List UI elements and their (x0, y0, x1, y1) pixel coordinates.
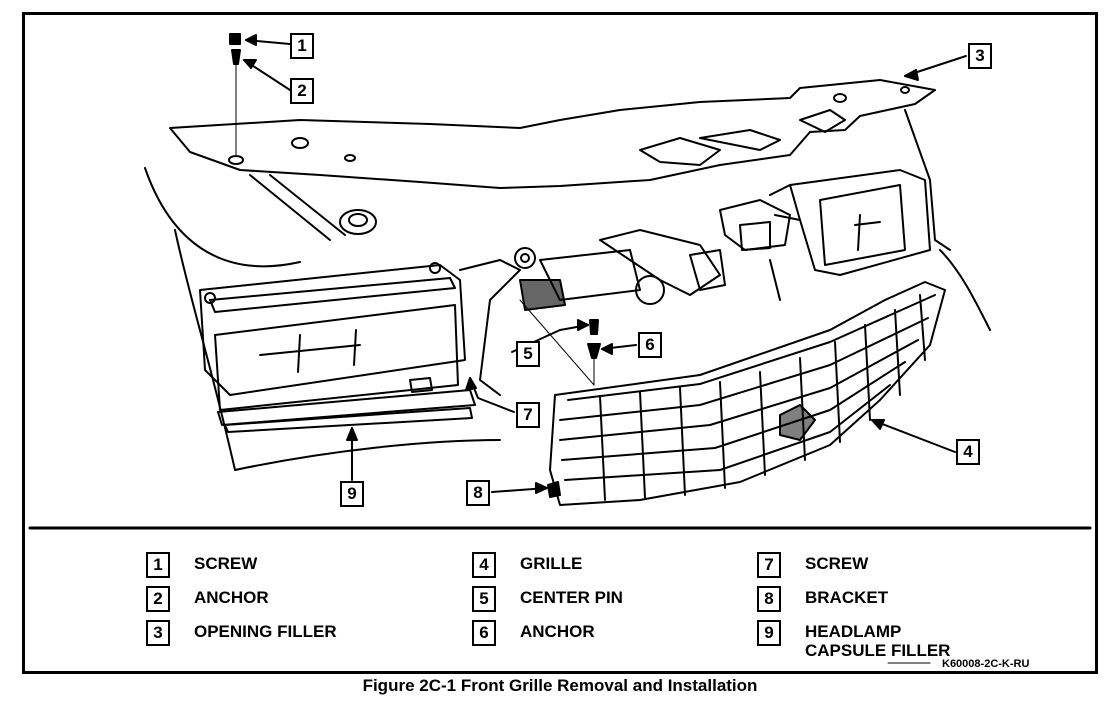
center-mechanism (514, 199, 791, 311)
legend-label: BRACKET (805, 588, 889, 607)
legend-number: 8 (757, 586, 781, 612)
headlamp-capsule-filler-left (199, 262, 476, 433)
callout-2: 2 (290, 78, 314, 104)
legend-number: 4 (472, 552, 496, 578)
legend-number: 6 (472, 620, 496, 646)
legend-label: SCREW (805, 554, 869, 573)
legend-label: ANCHOR (194, 588, 269, 607)
legend-label: SCREW (194, 554, 258, 573)
opening-filler-panel (169, 79, 936, 189)
body-outline (144, 109, 991, 471)
screw-anchor-1-2 (229, 33, 241, 156)
callout-3: 3 (968, 43, 992, 69)
grille (547, 281, 946, 506)
callout-7: 7 (516, 402, 540, 428)
legend-number: 9 (757, 620, 781, 646)
callout-9: 9 (340, 481, 364, 507)
legend-label: ANCHOR (520, 622, 595, 641)
callout-8: 8 (466, 480, 490, 506)
legend-number: 5 (472, 586, 496, 612)
figure-frame (22, 12, 1098, 674)
callout-5: 5 (516, 341, 540, 367)
legend-label: CENTER PIN (520, 588, 623, 607)
callout-4: 4 (956, 439, 980, 465)
headlamp-right (769, 169, 931, 301)
figure-caption: Figure 2C-1 Front Grille Removal and Ins… (362, 676, 758, 695)
legend-number: 1 (146, 552, 170, 578)
legend-label: HEADLAMP CAPSULE FILLER (805, 622, 951, 660)
legend-number: 2 (146, 586, 170, 612)
legend-label: OPENING FILLER (194, 622, 337, 641)
callout-6: 6 (638, 332, 662, 358)
center-pin-anchor-5-6 (519, 299, 601, 386)
leader-lines (243, 34, 967, 494)
legend-number: 7 (757, 552, 781, 578)
callout-1: 1 (290, 33, 314, 59)
legend-label: GRILLE (520, 554, 583, 573)
reference-code: K60008-2C-K-RU (942, 658, 1030, 670)
legend-number: 3 (146, 620, 170, 646)
